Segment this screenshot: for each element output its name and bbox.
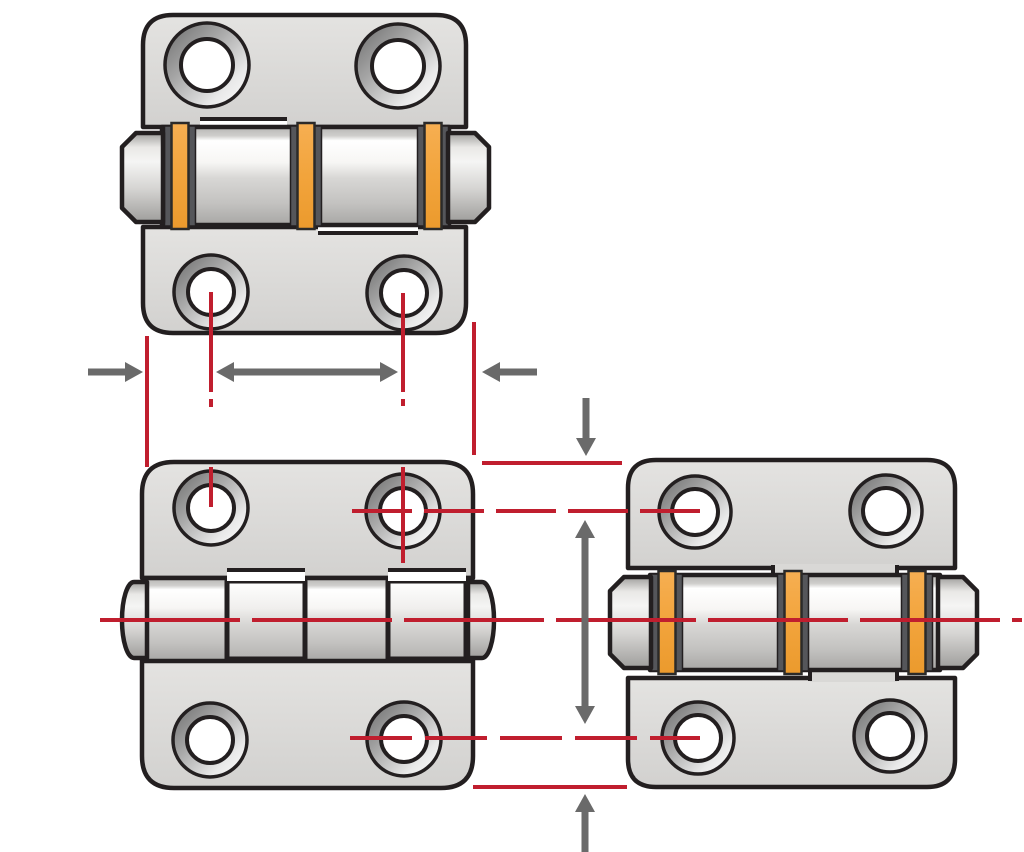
arrow-right-to-left-edge <box>88 362 143 382</box>
screw-hole <box>179 37 235 93</box>
pin-cap <box>935 574 980 671</box>
arrowhead <box>575 520 595 538</box>
knuckle-notch-gap <box>227 572 305 581</box>
arrow-up-to-bottom-edge <box>575 794 595 852</box>
arrowhead <box>576 438 596 456</box>
bushing-orange <box>907 569 927 676</box>
pin-cap <box>607 574 654 671</box>
screw-hole <box>370 38 426 94</box>
bushing-orange <box>296 121 316 231</box>
pin-cap <box>445 130 492 225</box>
screw-hole <box>185 715 235 765</box>
pin-cap <box>119 130 166 225</box>
arrowhead <box>216 362 234 382</box>
arrow-hole-spacing-vertical <box>575 520 595 724</box>
arrowhead <box>125 362 143 382</box>
arrow-hole-spacing-horizontal <box>216 362 398 382</box>
arrow-down-to-top-edge <box>576 398 596 456</box>
bushing-orange <box>657 569 677 676</box>
arrowhead <box>575 706 595 724</box>
knuckle-notch-gap <box>388 572 466 581</box>
arrowhead <box>380 362 398 382</box>
screw-hole <box>861 486 911 536</box>
arrowhead <box>575 794 595 812</box>
hinge-bottom-right-bushed <box>607 457 980 790</box>
bushing-orange <box>423 121 443 231</box>
leaf-notch-gap <box>318 227 418 233</box>
dimension-arrows <box>88 362 596 852</box>
bushing-orange <box>783 569 803 676</box>
arrowhead <box>482 362 500 382</box>
arrow-left-to-right-edge <box>482 362 537 382</box>
hinge-top-bushed <box>119 12 492 336</box>
bushing-orange <box>170 121 190 231</box>
screw-hole <box>865 711 915 761</box>
dimension-lines <box>100 292 1022 789</box>
